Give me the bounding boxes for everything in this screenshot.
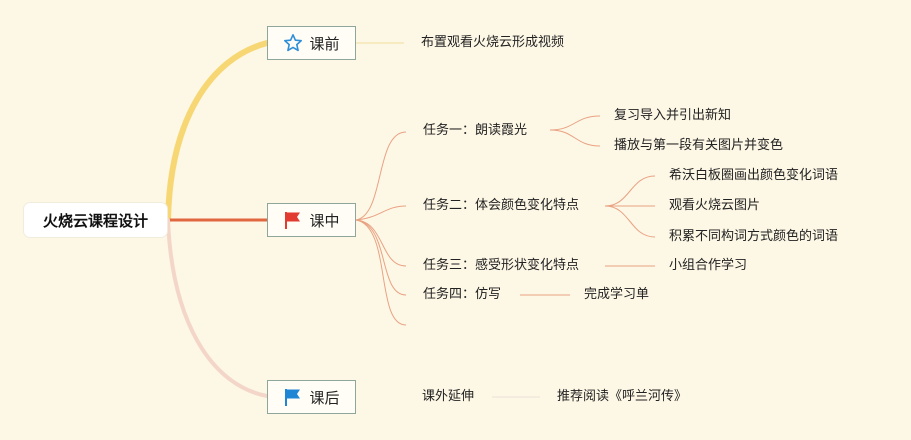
task-1-item-2[interactable]: 播放与第一段有关图片并变色 [614, 138, 784, 153]
line-task-4 [355, 219, 407, 296]
task-4-title[interactable]: 任务四：仿写 [423, 287, 502, 302]
stage-after-class[interactable]: 课后 [267, 380, 356, 414]
line-t2-c [604, 205, 656, 238]
after-class-item[interactable]: 推荐阅读《呼兰河传》 [557, 389, 688, 404]
task-2-item-2[interactable]: 观看火烧云图片 [669, 198, 761, 213]
line-t2-a [604, 175, 656, 207]
line-task-2 [355, 205, 407, 221]
task-2-title[interactable]: 任务二：体会颜色变化特点 [423, 198, 580, 213]
red-flag-icon [283, 210, 303, 230]
task-3-item-1[interactable]: 小组合作学习 [669, 258, 748, 273]
task-3-title[interactable]: 任务三：感受形状变化特点 [423, 258, 580, 273]
stage-in-class[interactable]: 课中 [267, 203, 356, 237]
star-icon [283, 33, 303, 53]
task-2-item-1[interactable]: 希沃白板圈画出颜色变化词语 [669, 168, 839, 183]
line-task-5 [355, 219, 407, 326]
before-class-task[interactable]: 布置观看火烧云形成视频 [421, 35, 565, 50]
line-t1-a [549, 115, 601, 131]
stage-label: 课后 [309, 388, 340, 407]
after-class-title[interactable]: 课外延伸 [422, 389, 475, 404]
blue-flag-icon [283, 387, 303, 407]
line-task-3 [355, 219, 407, 267]
task-1-title[interactable]: 任务一：朗读霞光 [423, 123, 528, 138]
task-2-item-3[interactable]: 积累不同构词方式颜色的词语 [669, 229, 839, 244]
root-node[interactable]: 火烧云课程设计 [24, 203, 167, 237]
task-1-item-1[interactable]: 复习导入并引出新知 [614, 108, 732, 123]
branch-before-class [165, 40, 270, 223]
line-t1-b [549, 129, 601, 147]
branch-after-class [166, 218, 269, 398]
task-4-item-1[interactable]: 完成学习单 [584, 287, 650, 302]
line-task-1 [355, 131, 407, 221]
stage-before-class[interactable]: 课前 [267, 26, 356, 60]
stage-label: 课中 [309, 211, 340, 230]
stage-label: 课前 [309, 34, 340, 53]
